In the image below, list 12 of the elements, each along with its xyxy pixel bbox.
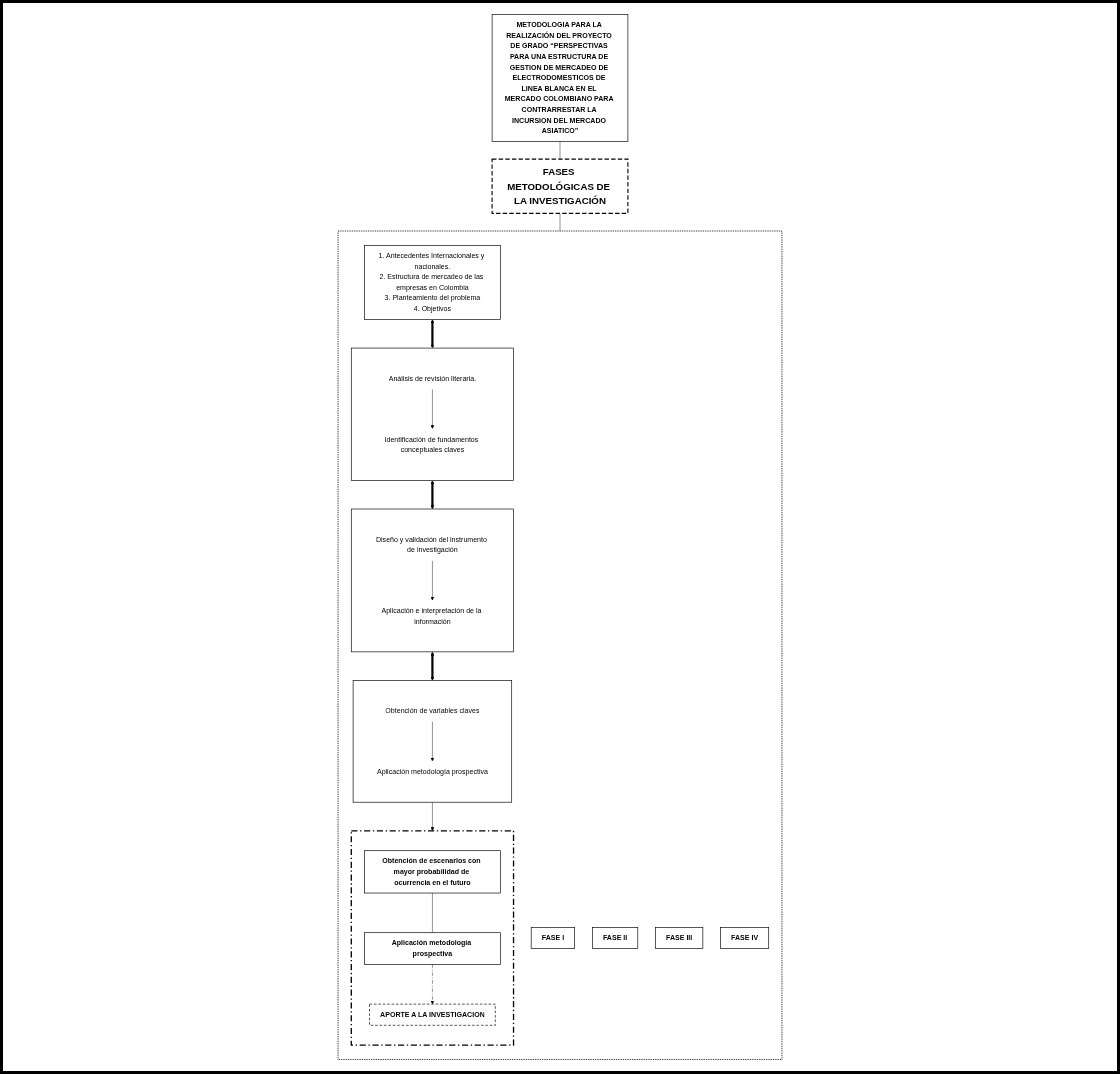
connector — [559, 213, 561, 232]
arrow — [430, 319, 435, 349]
node-box: FASES METODOLÓGICAS DE LA INVESTIGACIÓN — [491, 158, 629, 214]
connector — [432, 892, 433, 933]
arrow — [430, 651, 435, 681]
cluster — [350, 508, 514, 653]
arrow — [430, 480, 435, 510]
cluster — [350, 830, 515, 1046]
cluster — [350, 347, 514, 481]
cluster — [352, 680, 513, 803]
cluster — [337, 230, 783, 1060]
connector — [559, 141, 561, 160]
